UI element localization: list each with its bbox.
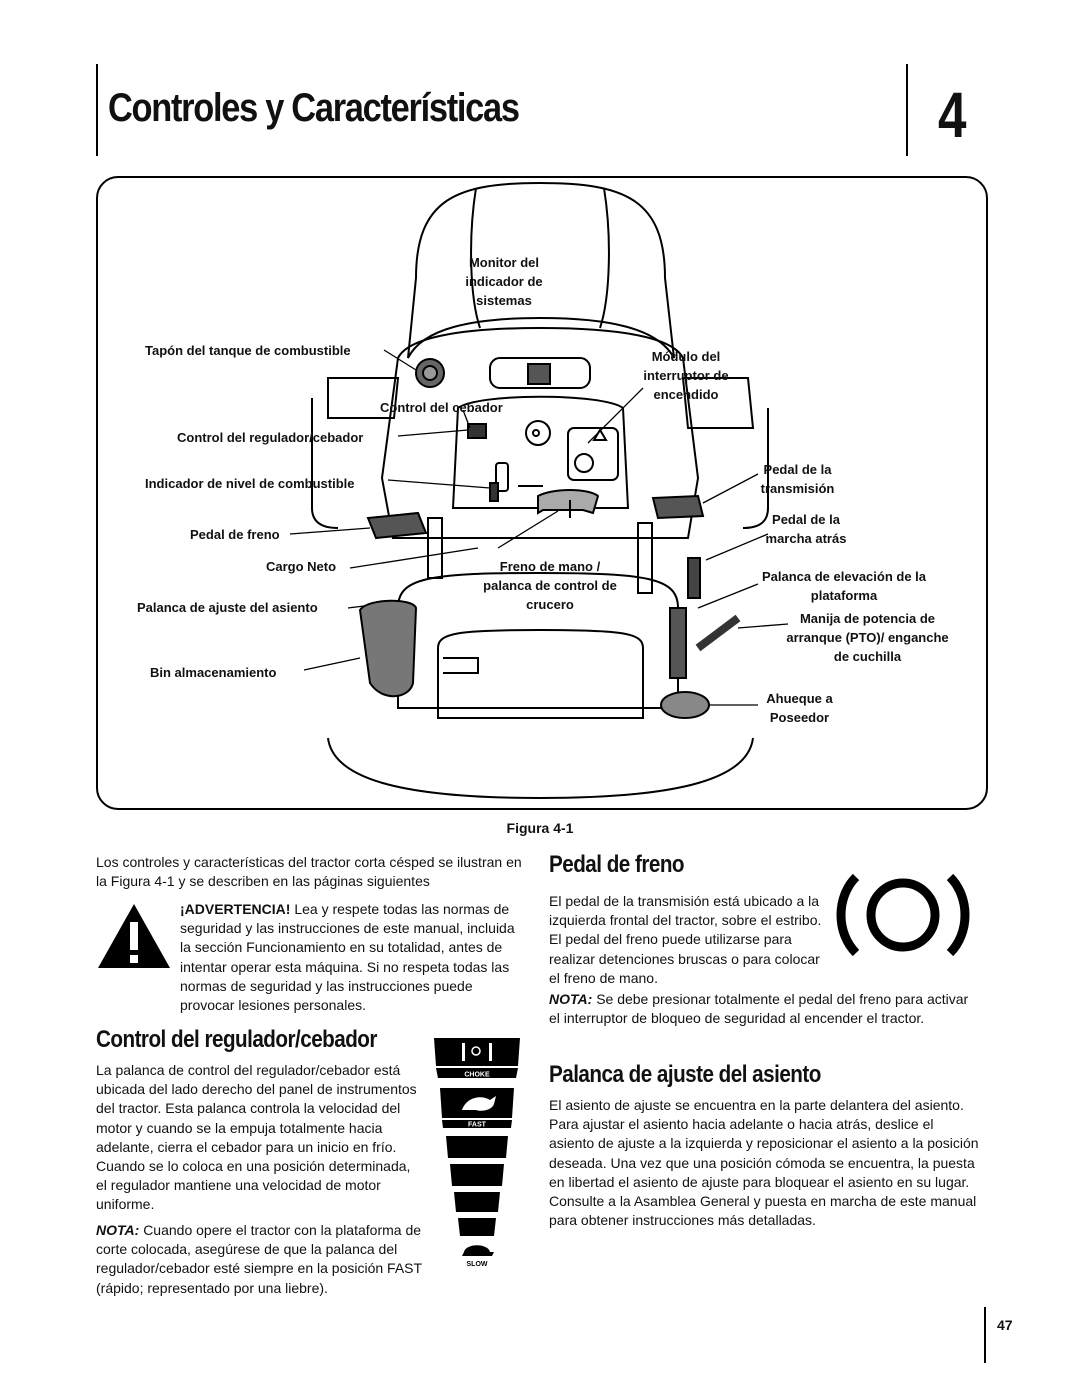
warning-heading: ¡ADVERTENCIA! xyxy=(180,901,291,917)
choke-decal-text: CHOKE xyxy=(464,1072,490,1079)
page-title: Controles y Características xyxy=(108,86,520,130)
turtle-icon xyxy=(462,1245,494,1256)
brake-note: NOTA: Se debe presionar totalmente el pe… xyxy=(549,990,969,1028)
brake-paragraph: El pedal de la transmisión está ubicado … xyxy=(549,893,822,986)
label-brake-pedal: Pedal de freno xyxy=(190,527,280,542)
label-handbrake: Freno de mano / palanca de control de cr… xyxy=(483,559,617,612)
label-cargo-net: Cargo Neto xyxy=(266,559,337,574)
chapter-number: 4 xyxy=(938,79,967,151)
seat-heading: Palanca de ajuste del asiento xyxy=(549,1061,821,1088)
fast-decal-text: FAST xyxy=(468,1122,487,1129)
label-throttle-choke: Control del regulador/cebador xyxy=(177,430,364,445)
warning-block: ¡ADVERTENCIA! Lea y respete todas las no… xyxy=(180,900,525,1015)
page-number: 47 xyxy=(997,1317,1013,1333)
label-ignition: Módulo del interruptor de encendido xyxy=(643,349,729,402)
brake-note-label: NOTA: xyxy=(549,991,593,1007)
throttle-note-text: Cuando opere el tractor con la plataform… xyxy=(96,1222,422,1296)
label-deck-lift: Palanca de elevación de la plataforma xyxy=(761,569,927,603)
label-seat-adjust: Palanca de ajuste del asiento xyxy=(137,600,318,615)
label-pto: Manija de potencia de arranque (PTO)/ en… xyxy=(786,611,949,664)
slow-decal-text: SLOW xyxy=(467,1261,488,1268)
throttle-paragraph: La palanca de control del regulador/ceba… xyxy=(96,1062,417,1213)
label-choke-control: Control del cebador xyxy=(380,400,503,415)
warning-icon xyxy=(98,904,170,968)
throttle-note-label: NOTA: xyxy=(96,1222,140,1238)
label-monitor: Monitor del indicador de sistemas xyxy=(465,255,543,308)
throttle-note: NOTA: Cuando opere el tractor con la pla… xyxy=(96,1221,436,1298)
tractor-illustration xyxy=(289,181,789,800)
throttle-decal: CHOKE FAST SLOW xyxy=(434,1038,520,1268)
figure-frame xyxy=(96,176,988,810)
label-reverse-pedal: Pedal de la marcha atrás xyxy=(765,512,847,546)
intro-paragraph: Los controles y características del trac… xyxy=(96,854,522,890)
brake-heading: Pedal de freno xyxy=(549,851,685,878)
label-fuel-cap: Tapón del tanque de combustible xyxy=(145,343,351,358)
brake-symbol-icon xyxy=(836,873,970,957)
label-transmission-pedal: Pedal de la transmisión xyxy=(760,462,835,496)
header-right-rule xyxy=(906,64,908,156)
throttle-heading: Control del regulador/cebador xyxy=(96,1026,377,1053)
warning-text: Lea y respete todas las normas de seguri… xyxy=(180,901,515,1014)
label-cup-holder: Ahueque a Poseedor xyxy=(766,691,833,725)
hare-icon xyxy=(462,1096,496,1111)
seat-paragraph: El asiento de ajuste se encuentra en la … xyxy=(549,1097,979,1229)
footer-rule xyxy=(984,1307,986,1363)
brake-note-text: Se debe presionar totalmente el pedal de… xyxy=(549,991,969,1027)
label-fuel-gauge: Indicador de nivel de combustible xyxy=(145,476,355,491)
header-left-rule xyxy=(96,64,98,156)
label-storage-bin: Bin almacenamiento xyxy=(150,665,277,680)
figure-caption: Figura 4-1 xyxy=(506,820,574,836)
